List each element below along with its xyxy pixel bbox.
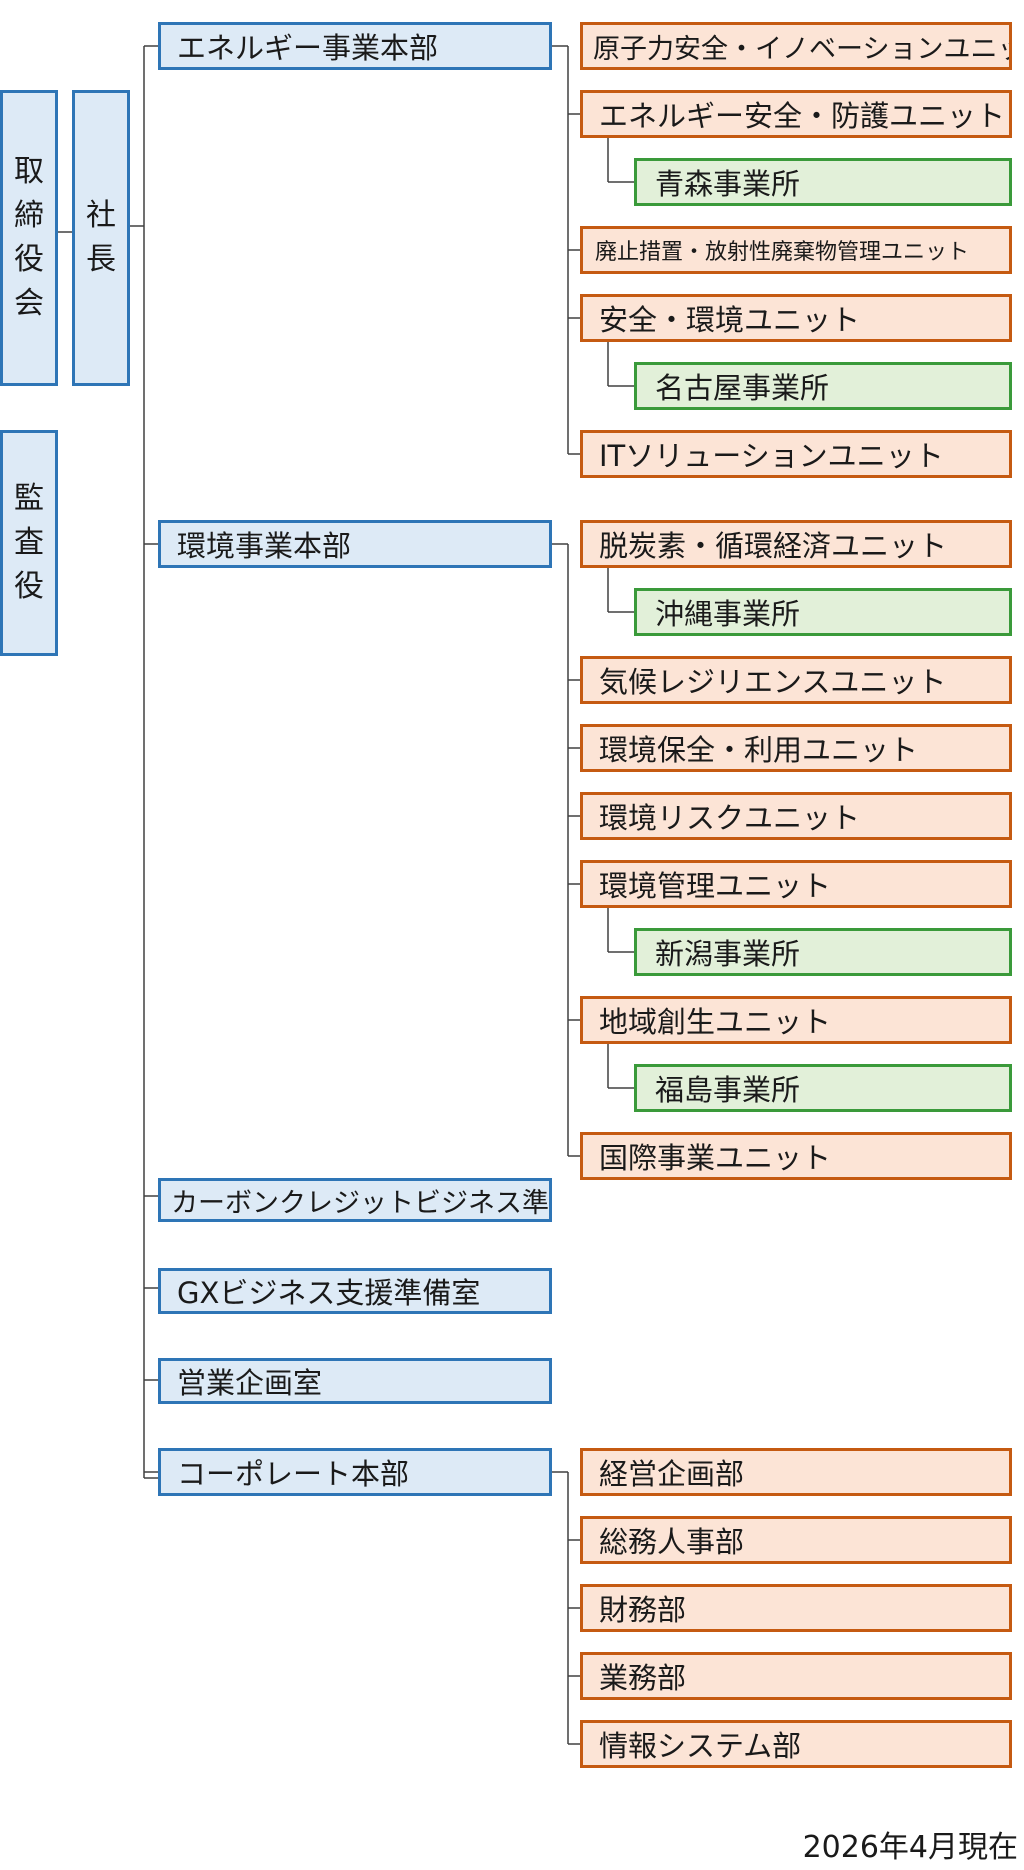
unit-label: 国際事業ユニット (599, 1141, 832, 1175)
corporate-division-box: コーポレート本部 (158, 1448, 552, 1496)
unit-decommission: 廃止措置・放射性廃棄物管理ユニット (580, 226, 1012, 274)
unit-label: 安全・環境ユニット (599, 303, 861, 337)
dept-information-systems: 情報システム部 (580, 1720, 1012, 1768)
unit-environmental-management: 環境管理ユニット (580, 860, 1012, 908)
unit-regional-revitalization: 地域創生ユニット (580, 996, 1012, 1044)
unit-decarbonization: 脱炭素・循環経済ユニット (580, 520, 1012, 568)
auditor-char: 監 (14, 481, 44, 516)
president-char: 社 (86, 198, 116, 233)
unit-label: 経営企画部 (599, 1457, 745, 1491)
unit-nuclear: 原子力安全・イノベーションユニット (580, 22, 1012, 70)
unit-label: 環境管理ユニット (599, 869, 832, 903)
unit-label: 情報システム部 (599, 1729, 802, 1763)
unit-energy-safety: エネルギー安全・防護ユニット (580, 90, 1012, 138)
unit-label: 原子力安全・イノベーションユニット (593, 33, 1012, 65)
office-fukushima: 福島事業所 (634, 1064, 1012, 1112)
president-char: 長 (86, 242, 116, 277)
office-label: 青森事業所 (655, 167, 801, 201)
unit-label: エネルギー安全・防護ユニット (599, 99, 1006, 133)
board-char: 取 (14, 154, 44, 189)
office-label: 福島事業所 (655, 1073, 801, 1107)
board-char: 役 (14, 242, 44, 277)
sales-planning-box: 営業企画室 (158, 1358, 552, 1404)
gx-office-box: GXビジネス支援準備室 (158, 1268, 552, 1314)
unit-label: 廃止措置・放射性廃棄物管理ユニット (595, 240, 970, 265)
unit-safety-environment: 安全・環境ユニット (580, 294, 1012, 342)
unit-environmental-risk: 環境リスクユニット (580, 792, 1012, 840)
as-of-date: 2026年4月現在 (802, 1830, 1018, 1865)
unit-climate-resilience: 気候レジリエンスユニット (580, 656, 1012, 704)
president-box: 社 長 (72, 90, 130, 386)
board-char: 締 (14, 198, 44, 233)
sales-planning-label: 営業企画室 (177, 1366, 323, 1400)
unit-label: 環境リスクユニット (599, 801, 861, 835)
energy-division-box: エネルギー事業本部 (158, 22, 552, 70)
carbon-credit-office-box: カーボンクレジットビジネス準備室 (158, 1178, 552, 1222)
office-label: 新潟事業所 (655, 937, 801, 971)
dept-corporate-planning: 経営企画部 (580, 1448, 1012, 1496)
office-label: 沖縄事業所 (655, 597, 801, 631)
unit-label: ITソリューションユニット (599, 439, 944, 473)
office-aomori: 青森事業所 (634, 158, 1012, 206)
auditor-char: 査 (14, 525, 44, 560)
unit-label: 総務人事部 (599, 1525, 745, 1559)
auditor-box: 監 査 役 (0, 430, 58, 656)
environment-division-box: 環境事業本部 (158, 520, 552, 568)
unit-label: 財務部 (599, 1593, 687, 1627)
dept-business: 業務部 (580, 1652, 1012, 1700)
dept-general-affairs-hr: 総務人事部 (580, 1516, 1012, 1564)
board-char: 会 (14, 286, 44, 321)
carbon-credit-office-label: カーボンクレジットビジネス準備室 (171, 1187, 549, 1219)
unit-label: 業務部 (599, 1661, 687, 1695)
unit-label: 脱炭素・循環経済ユニット (599, 529, 948, 563)
energy-division-label: エネルギー事業本部 (177, 31, 439, 65)
office-nagoya: 名古屋事業所 (634, 362, 1012, 410)
dept-finance: 財務部 (580, 1584, 1012, 1632)
unit-label: 気候レジリエンスユニット (599, 665, 947, 699)
unit-label: 環境保全・利用ユニット (599, 733, 919, 767)
gx-office-label: GXビジネス支援準備室 (177, 1276, 481, 1310)
auditor-char: 役 (14, 569, 44, 604)
corporate-division-label: コーポレート本部 (177, 1457, 410, 1491)
unit-environmental-conservation: 環境保全・利用ユニット (580, 724, 1012, 772)
board-of-directors-box: 取 締 役 会 (0, 90, 58, 386)
unit-it-solution: ITソリューションユニット (580, 430, 1012, 478)
office-niigata: 新潟事業所 (634, 928, 1012, 976)
unit-international: 国際事業ユニット (580, 1132, 1012, 1180)
environment-division-label: 環境事業本部 (177, 529, 352, 563)
office-okinawa: 沖縄事業所 (634, 588, 1012, 636)
unit-label: 地域創生ユニット (599, 1005, 832, 1039)
office-label: 名古屋事業所 (655, 371, 830, 405)
